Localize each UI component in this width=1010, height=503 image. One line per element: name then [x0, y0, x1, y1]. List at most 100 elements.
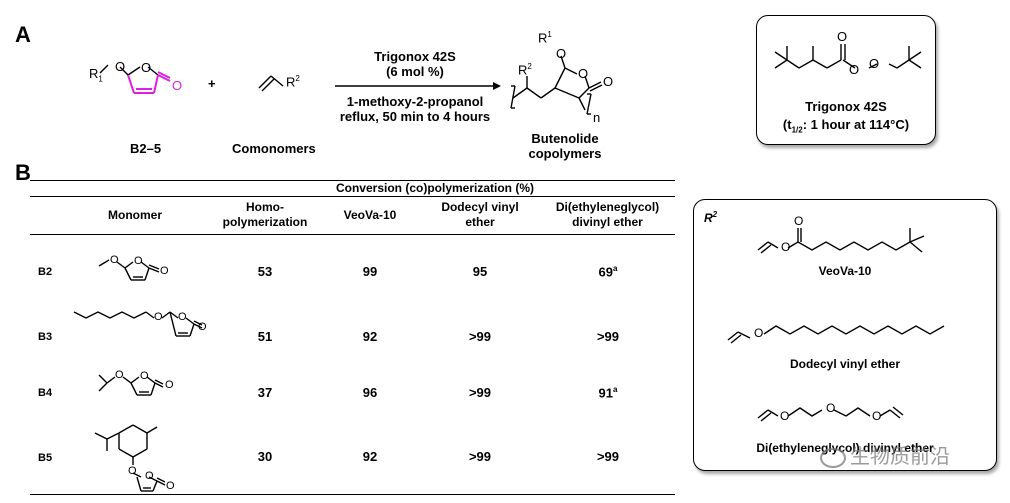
col-header-veova: VeoVa-10: [343, 208, 397, 222]
b2-structure: [98, 259, 160, 281]
product-r2-letter: R: [518, 62, 528, 78]
dodecyl-structure: [727, 325, 945, 344]
r1-letter: R: [89, 66, 99, 81]
b4-structure: [98, 374, 164, 396]
r2-superscript: 2: [295, 74, 300, 83]
r2-item-veova: VeoVa-10: [818, 264, 872, 278]
b4-degdve-value: 91: [598, 385, 613, 401]
carbonyl-oxygen: O: [172, 78, 183, 93]
b4-o3: O: [165, 379, 174, 391]
catalyst-name: Trigonox 42S: [374, 49, 456, 64]
b5-degdve: >99: [596, 449, 620, 464]
b4-footnote: a: [613, 385, 618, 394]
product-r1-letter: R: [538, 30, 548, 46]
dodecyl-o: O: [754, 326, 764, 340]
b3-o1: O: [154, 311, 163, 323]
row-b3-id: B3: [38, 331, 53, 343]
row-b2-id: B2: [38, 266, 53, 278]
butenolide-monomer-structure: [99, 64, 171, 94]
r2-letter: R: [286, 74, 296, 90]
col-header-homo: Homo- polymerization: [222, 200, 308, 229]
b5-dodecyl: >99: [468, 449, 492, 464]
b3-dodecyl: >99: [468, 329, 492, 344]
trigonox-o3: O: [869, 56, 880, 71]
trigonox-o1: O: [837, 29, 848, 44]
panel-b-label: B: [15, 160, 31, 185]
b4-homo: 37: [257, 385, 273, 400]
trigonox-halflife: (t1/2: 1 hour at 114°C): [757, 117, 935, 135]
r2-item-dodecyl: Dodecyl vinyl ether: [789, 357, 901, 371]
b2-o2: O: [134, 255, 143, 267]
conditions-text: reflux, 50 min to 4 hours: [339, 109, 491, 124]
watermark: 生物质前沿: [820, 440, 950, 469]
b2-o3: O: [160, 265, 169, 277]
trigonox-name: Trigonox 42S: [805, 99, 887, 114]
product-ring-oxygen: O: [578, 66, 589, 81]
degdve-o2: O: [826, 401, 836, 415]
b3-structure: [73, 311, 203, 337]
b4-veova: 96: [362, 385, 378, 400]
ring-oxygen: O: [141, 60, 152, 75]
wechat-icon: [820, 447, 846, 468]
product-r2-label: R2: [518, 62, 532, 77]
b3-degdve: >99: [596, 329, 620, 344]
r1-label: R1: [89, 66, 103, 84]
comonomer-vinyl-structure: [258, 75, 284, 92]
halflife-subscript: 1/2: [791, 125, 803, 135]
copolymer-structure: [510, 55, 603, 115]
col-header-rule: [30, 234, 675, 235]
b5-veova: 92: [362, 449, 378, 464]
b5-o1: O: [128, 465, 137, 477]
compound-label: B2–5: [130, 141, 162, 156]
b5-o2: O: [145, 470, 154, 482]
b2-footnote: a: [613, 264, 618, 273]
r2-item-degdve: Di(ethyleneglycol) divinyl ether: [756, 441, 934, 455]
trigonox-box: O O O Trigonox 42S (t1/2: 1 hour at 114°…: [756, 15, 936, 145]
b3-o3: O: [198, 321, 207, 333]
plus-sign: +: [208, 76, 216, 91]
col-header-dodecyl: Dodecyl vinyl ether: [441, 200, 519, 229]
b4-degdve: 91a: [578, 385, 638, 400]
degdve-structure: [757, 406, 904, 422]
b3-veova: 92: [362, 329, 378, 344]
product-label-line2: copolymers: [528, 146, 602, 161]
row-b5-id: B5: [38, 452, 53, 464]
table-top-rule: [30, 180, 675, 181]
product-r1-label: R1: [538, 30, 552, 45]
group-header-rule: [30, 196, 675, 197]
table-bottom-rule: [30, 494, 675, 495]
b3-homo: 51: [257, 329, 273, 344]
row-b4-id: B4: [38, 387, 53, 399]
col-header-degdve: Di(ethyleneglycol) divinyl ether: [555, 200, 660, 229]
r1-subscript: 1: [98, 74, 103, 84]
trigonox-structure: [774, 44, 922, 69]
b4-o2: O: [140, 370, 149, 382]
b5-o3: O: [166, 480, 175, 492]
b5-homo: 30: [257, 449, 273, 464]
repeat-unit-n: n: [593, 110, 601, 125]
product-carbonyl-oxygen: O: [603, 74, 614, 89]
b4-o1: O: [115, 369, 124, 381]
b3-o2: O: [178, 311, 187, 323]
veova-structure: [757, 228, 925, 254]
catalyst-amount: (6 mol %): [386, 64, 444, 79]
b2-o1: O: [110, 254, 119, 266]
r2-box-title-sup: 2: [712, 210, 718, 219]
product-r2-superscript: 2: [527, 62, 532, 71]
veova-o1: O: [781, 240, 791, 254]
watermark-text: 生物质前沿: [850, 444, 950, 468]
group-header: Conversion (co)polymerization (%): [335, 181, 535, 195]
b2-dodecyl: 95: [472, 264, 488, 279]
b4-dodecyl: >99: [468, 385, 492, 400]
comonomers-label: Comonomers: [232, 141, 316, 156]
trigonox-o2: O: [849, 62, 860, 77]
product-ether-oxygen: O: [556, 46, 567, 61]
veova-o2: O: [794, 214, 804, 228]
degdve-o1: O: [780, 409, 790, 423]
b2-degdve: 69a: [578, 264, 638, 279]
ether-oxygen: O: [115, 59, 126, 74]
panel-a-label: A: [15, 22, 31, 47]
reaction-arrow: [335, 82, 501, 90]
r2-label: R2: [286, 74, 300, 89]
r2-box-title-letter: R: [704, 211, 713, 225]
